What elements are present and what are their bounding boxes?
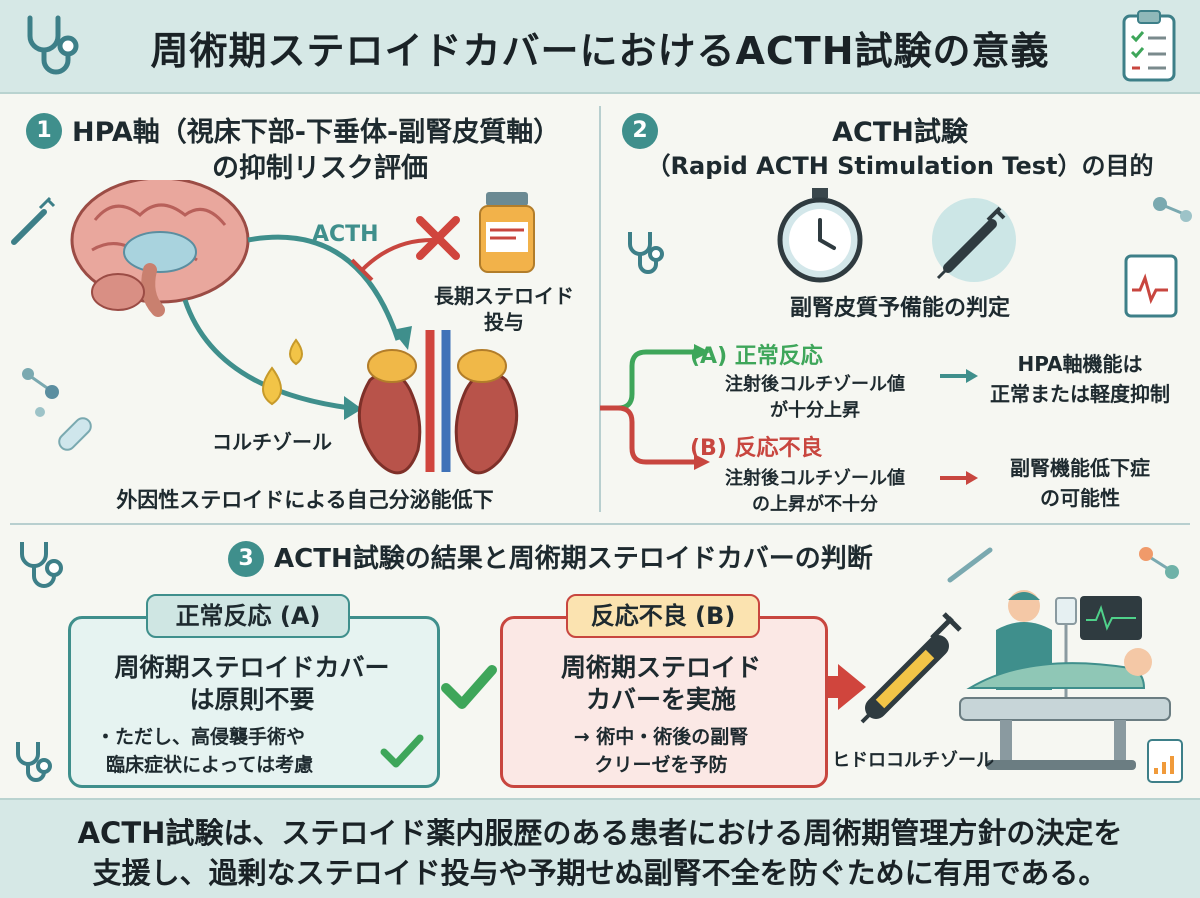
section2-number: 2 [622, 113, 658, 149]
hydrocortisone-label: ヒドロコルチゾール [832, 750, 994, 771]
ecg-chart-icon [1124, 254, 1178, 318]
normal-desc-line1: 注射後コルチゾール値 [725, 374, 905, 395]
poor-note-line2: クリーゼを予防 [594, 754, 728, 776]
syringe-small-icon [11, 196, 56, 245]
section1-caption: 外因性ステロイドによる自己分泌能低下 [116, 488, 494, 512]
stethoscope-small-icon [628, 232, 664, 274]
normal-result-line2: 正常または軽度抑制 [990, 382, 1170, 406]
checkmark-icon [441, 665, 497, 709]
normal-note-line2: 臨床症状によっては考慮 [106, 754, 314, 776]
acth-test-illustration [600, 188, 1192, 485]
normal-response-title: (A) 正常反応 [690, 344, 823, 369]
molecule-icon [22, 368, 59, 417]
hpa-axis-illustration [11, 180, 535, 475]
stopwatch-icon [777, 188, 863, 283]
section2-title-line1: ACTH試験 [832, 117, 968, 148]
steroid-bottle-icon [479, 192, 535, 273]
poor-desc-line1: 注射後コルチゾール値 [725, 468, 905, 489]
stethoscope-decor-bottom-icon [16, 742, 52, 782]
patient-bed-icon [959, 590, 1171, 770]
poor-desc-line2: の上昇が不十分 [752, 494, 878, 515]
adrenal-kidney-icon [357, 330, 519, 475]
normal-main-line2: は原則不要 [189, 685, 315, 714]
clipboard-checklist-icon [1122, 10, 1176, 82]
footer-line2: 支援し、過剰なステロイド投与や予期せぬ副腎不全を防ぐために有用である。 [92, 856, 1108, 890]
small-checkmark-icon [380, 734, 424, 768]
cortisol-droplet-icon [262, 338, 303, 406]
cortisol-label: コルチゾール [212, 430, 332, 454]
section3-number: 3 [228, 541, 264, 577]
acth-label: ACTH [312, 222, 379, 247]
normal-result-card [68, 616, 440, 788]
normal-main-line1: 周術期ステロイドカバー [114, 653, 390, 682]
section1-title-line2: の抑制リスク評価 [212, 153, 428, 184]
hydrocortisone-syringe-icon [860, 612, 962, 724]
poor-main-line1: 周術期ステロイド [560, 653, 761, 682]
stethoscope-icon [27, 15, 79, 75]
syringe-decor-icon [947, 547, 993, 583]
stethoscope-decor-icon [20, 542, 63, 588]
poor-result-line2: の可能性 [1040, 486, 1120, 510]
capsule-icon [58, 417, 92, 451]
footer-band [0, 798, 1200, 898]
section2-title-line2: （Rapid ACTH Stimulation Test）の目的 [646, 152, 1154, 180]
poor-note-line1: → 術中・術後の副腎 [573, 726, 749, 748]
section3-illustration [16, 542, 1183, 783]
normal-note-line1: ・ただし、高侵襲手術や [96, 726, 306, 748]
poor-result-tag: 反応不良 (B) [566, 594, 760, 638]
page-title: 周術期ステロイドカバーにおけるACTH試験の意義 [150, 29, 1050, 73]
normal-result-tag: 正常反応 (A) [146, 594, 350, 638]
steroid-label-line2: 投与 [484, 310, 524, 334]
section-dividers [10, 106, 1190, 525]
block-x-icon [416, 216, 460, 260]
section1-number: 1 [26, 113, 62, 149]
syringe-icon [932, 198, 1016, 282]
molecule-network-top-icon [1139, 547, 1179, 579]
header-band [0, 0, 1200, 94]
normal-desc-line2: が十分上昇 [770, 400, 860, 421]
poor-main-line2: カバーを実施 [585, 685, 736, 714]
poor-response-title: (B) 反応不良 [690, 436, 823, 461]
poor-result-line1: 副腎機能低下症 [1010, 456, 1150, 480]
section3-title: ACTH試験の結果と周術期ステロイドカバーの判断 [274, 544, 873, 574]
footer-line1: ACTH試験は、ステロイド薬内服歴のある患者における周術期管理方針の決定を [77, 816, 1123, 850]
molecule-network-icon [1153, 197, 1192, 222]
section1-title-line1: HPA軸（視床下部-下垂体-副腎皮質軸） [72, 117, 561, 148]
normal-result-line1: HPA軸機能は [1017, 352, 1143, 376]
purpose-text: 副腎皮質予備能の判定 [789, 296, 1010, 321]
steroid-label-line1: 長期ステロイド [434, 284, 574, 308]
brain-icon [70, 180, 250, 317]
report-clipboard-icon [1147, 739, 1183, 783]
